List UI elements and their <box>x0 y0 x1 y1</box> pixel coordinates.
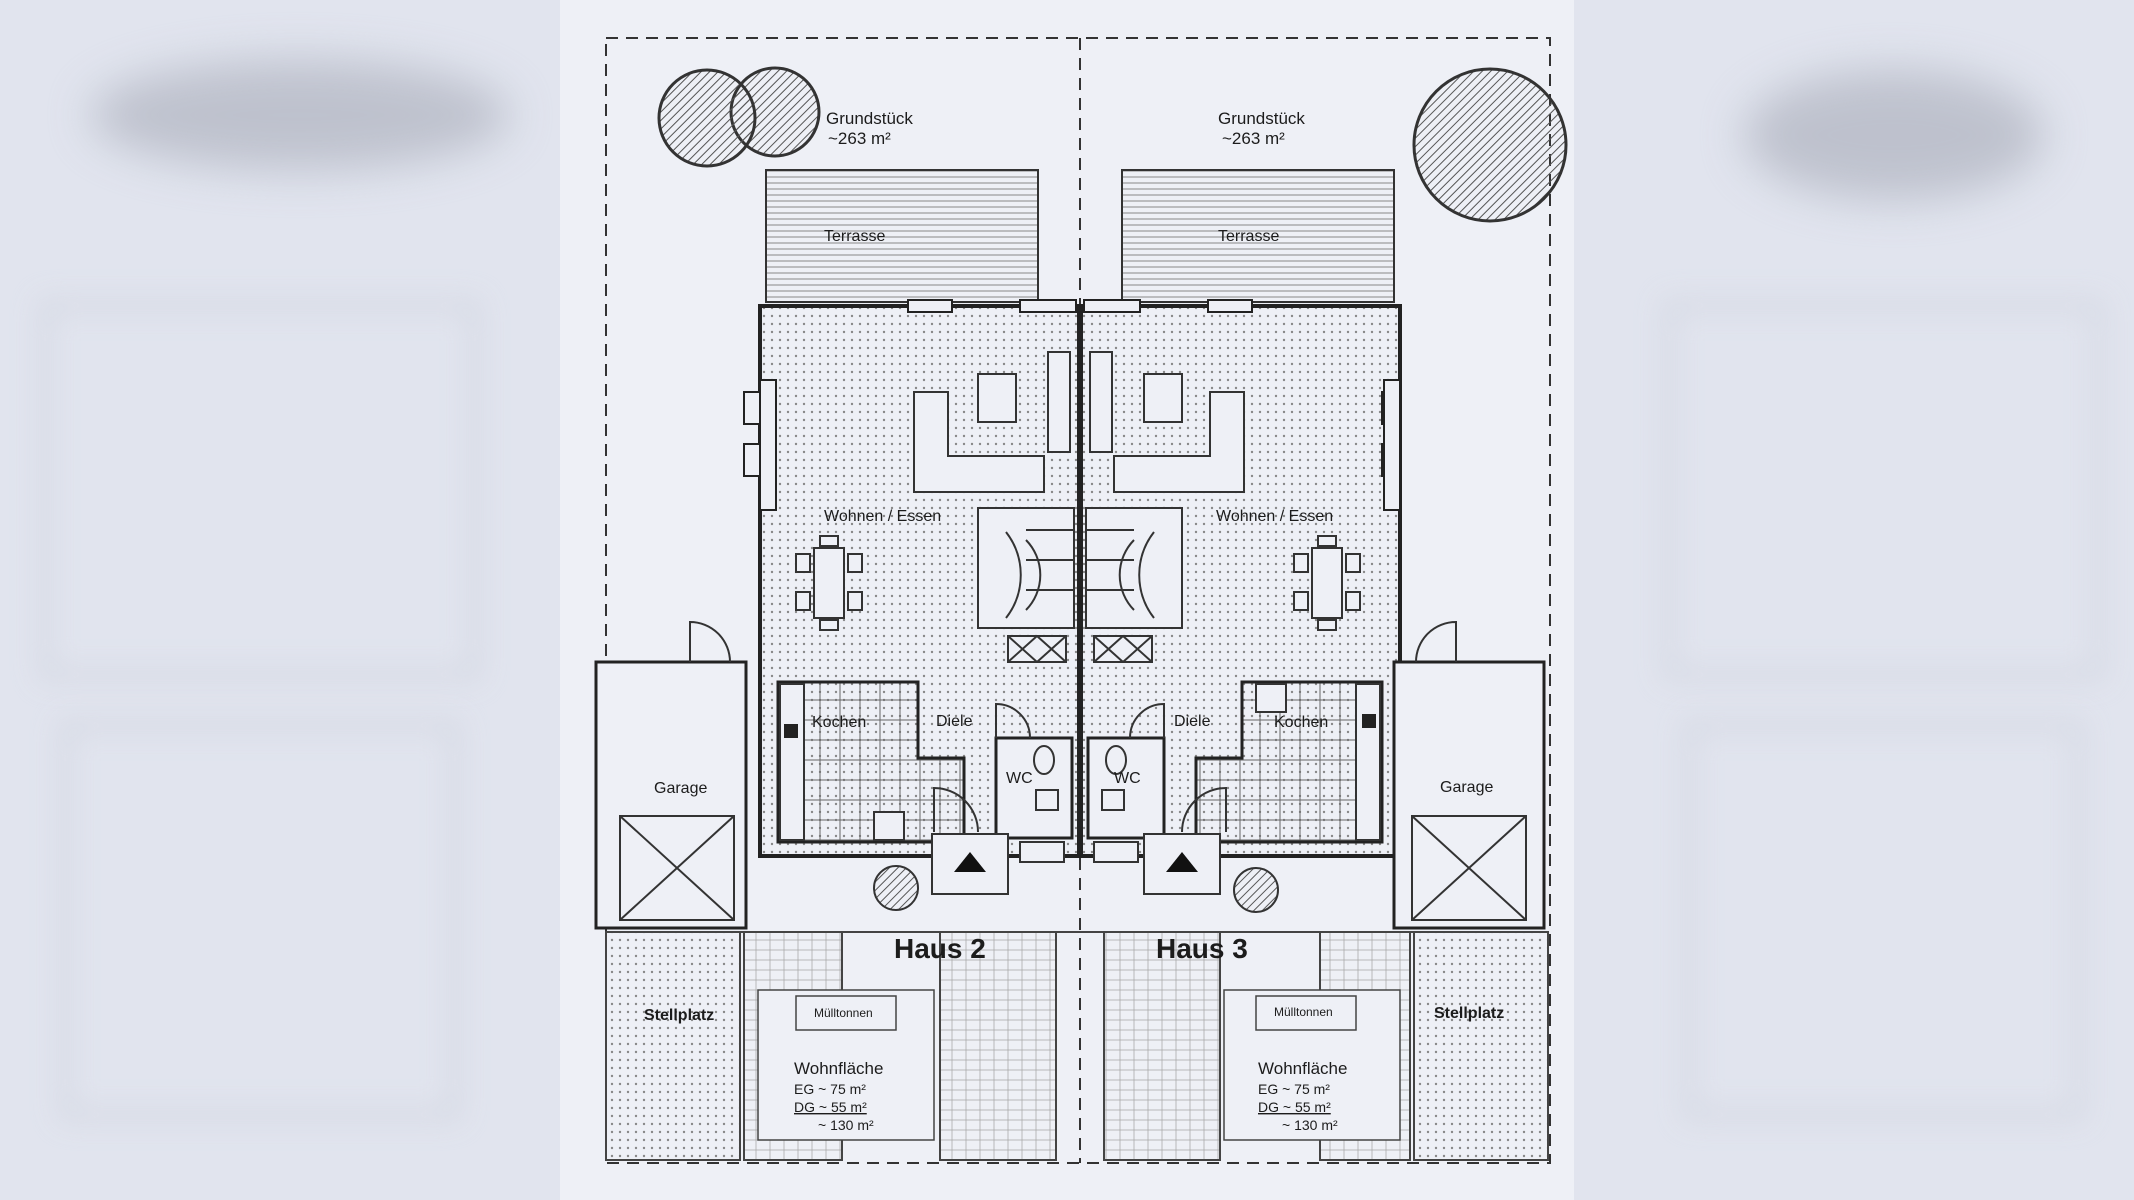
living-label-left: Wohnen / Essen <box>824 508 941 525</box>
hall-label-right: Diele <box>1174 713 1211 730</box>
area-title-right: Wohnfläche <box>1258 1059 1347 1078</box>
garage-label-right: Garage <box>1440 779 1493 796</box>
plot-area-right: ~263 m² <box>1222 129 1285 148</box>
bins-label-right: Mülltonnen <box>1274 1005 1333 1019</box>
hall-label-left: Diele <box>936 713 973 730</box>
living-label-right: Wohnen / Essen <box>1216 508 1333 525</box>
tree-icon <box>1412 67 1568 223</box>
garage-label-left: Garage <box>654 780 707 797</box>
area-dg-left: DG ~ 55 m² <box>794 1099 867 1115</box>
blurred-background-right <box>1574 0 2134 1200</box>
floor-plan-drawing: Grundstück ~263 m² Terrasse Wohnen / Ess… <box>594 37 1568 1164</box>
parking-label-right: Stellplatz <box>1434 1005 1504 1022</box>
area-total-right: ~ 130 m² <box>1282 1117 1338 1133</box>
plot-area-left: ~263 m² <box>828 129 891 148</box>
terrace-label-right: Terrasse <box>1218 228 1279 245</box>
blurred-background-left <box>0 0 560 1200</box>
parking-right <box>1413 931 1549 1161</box>
wc-left <box>994 736 1074 840</box>
kitchen-label-right: Kochen <box>1274 714 1328 731</box>
wc-right <box>1086 736 1166 840</box>
terrace-left <box>765 169 1039 303</box>
wc-label-left: WC <box>1006 770 1033 787</box>
house-label-right: Haus 3 <box>1156 933 1248 964</box>
parking-left <box>605 931 741 1161</box>
kitchen-label-left: Kochen <box>812 714 866 731</box>
entrance-left <box>931 833 1009 895</box>
tree-icon <box>1233 867 1279 913</box>
plot-label-right: Grundstück <box>1218 109 1305 128</box>
garage-right <box>1392 660 1546 930</box>
area-total-left: ~ 130 m² <box>818 1117 874 1133</box>
area-eg-right: EG ~ 75 m² <box>1258 1081 1330 1097</box>
wc-label-right: WC <box>1114 770 1141 787</box>
terrace-label-left: Terrasse <box>824 228 885 245</box>
entrance-arrow-icon <box>1166 852 1198 872</box>
floor-plan-sheet: Grundstück ~263 m² Terrasse Wohnen / Ess… <box>560 0 1574 1200</box>
area-dg-right: DG ~ 55 m² <box>1258 1099 1331 1115</box>
terrace-right <box>1121 169 1395 303</box>
house-label-left: Haus 2 <box>894 933 986 964</box>
plot-label-left: Grundstück <box>826 109 913 128</box>
area-eg-left: EG ~ 75 m² <box>794 1081 866 1097</box>
bins-label-left: Mülltonnen <box>814 1006 873 1020</box>
kitchen-right <box>1194 680 1384 844</box>
entrance-arrow-icon <box>954 852 986 872</box>
tree-icon <box>657 66 821 168</box>
staircase-left <box>977 507 1075 663</box>
kitchen-left <box>776 680 966 844</box>
area-title-left: Wohnfläche <box>794 1059 883 1078</box>
tree-icon <box>873 865 919 911</box>
staircase-right <box>1085 507 1183 663</box>
parking-label-left: Stellplatz <box>644 1007 714 1024</box>
